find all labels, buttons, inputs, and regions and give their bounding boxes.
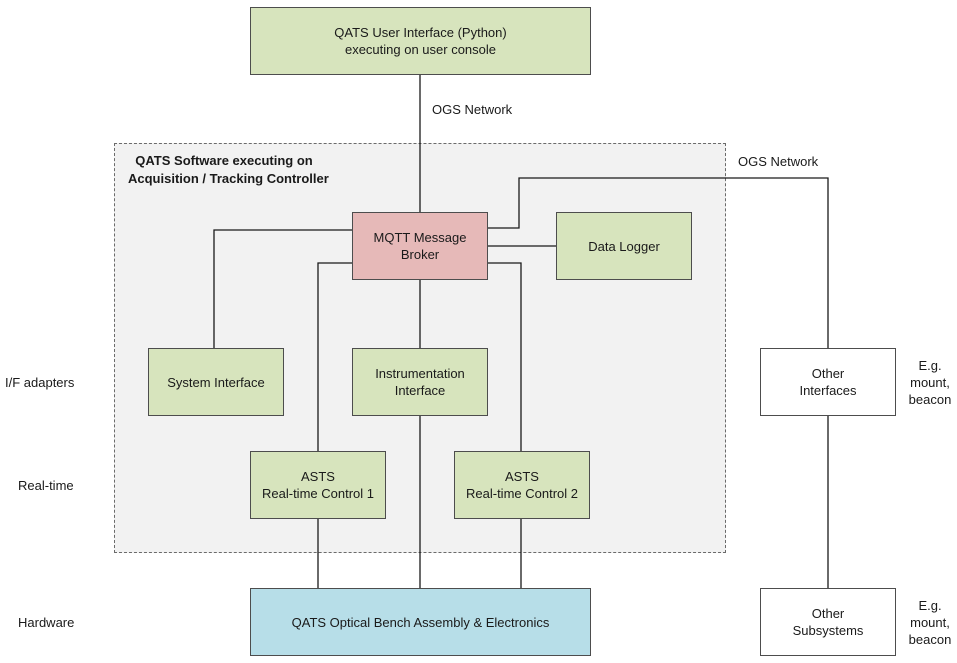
asts-control-2-box: ASTS Real-time Control 2: [454, 451, 590, 519]
eg-subsystems-line-1: E.g.: [918, 598, 942, 613]
other-subsystems-line-2: Subsystems: [792, 623, 864, 638]
eg-interfaces-line-3: beacon: [908, 392, 952, 407]
group-title-line-2-wrap: Acquisition / Tracking Controller: [128, 170, 329, 187]
system-interface-label: System Interface: [167, 374, 265, 390]
other-subsystems-box: Other Subsystems: [760, 588, 896, 656]
mqtt-broker-line-2: Broker: [400, 247, 440, 262]
data-logger-label: Data Logger: [588, 238, 660, 254]
asts-control-1-line-1: ASTS: [301, 469, 335, 484]
eg-interfaces-note: E.g. mount, beacon: [905, 357, 955, 408]
group-title: QATS Software executing on: [130, 152, 318, 169]
user-interface-box: QATS User Interface (Python) executing o…: [250, 7, 591, 75]
eg-interfaces-line-1: E.g.: [918, 358, 942, 373]
user-interface-line-1: QATS User Interface (Python): [334, 25, 507, 40]
row-label-if-adapters: I/F adapters: [5, 375, 75, 390]
instrumentation-interface-line-2: Interface: [394, 383, 446, 398]
data-logger-box: Data Logger: [556, 212, 692, 280]
group-title-line-1: QATS Software executing on: [135, 153, 313, 168]
ogs-network-label-right: OGS Network: [738, 154, 819, 169]
ogs-network-label-top: OGS Network: [432, 102, 513, 117]
asts-control-1-line-2: Real-time Control 1: [262, 486, 374, 501]
asts-control-1-box: ASTS Real-time Control 1: [250, 451, 386, 519]
instrumentation-interface-box: Instrumentation Interface: [352, 348, 488, 416]
other-interfaces-line-1: Other: [811, 366, 845, 381]
link-broker-to-system-interface: [213, 229, 352, 348]
asts-control-2-line-1: ASTS: [505, 469, 539, 484]
other-interfaces-line-2: Interfaces: [799, 383, 857, 398]
mqtt-broker-box: MQTT Message Broker: [352, 212, 488, 280]
link-broker-to-asts-1: [317, 262, 352, 451]
eg-subsystems-line-2: mount,: [910, 615, 950, 630]
other-interfaces-box: Other Interfaces: [760, 348, 896, 416]
other-subsystems-line-1: Other: [811, 606, 845, 621]
user-interface-line-2: executing on user console: [344, 42, 497, 57]
optical-bench-box: QATS Optical Bench Assembly & Electronic…: [250, 588, 591, 656]
link-broker-to-asts-2: [488, 262, 522, 451]
mqtt-broker-line-1: MQTT Message: [373, 230, 467, 245]
link-broker-to-other-interfaces: [488, 177, 829, 348]
instrumentation-interface-line-1: Instrumentation: [375, 366, 465, 381]
asts-control-2-line-2: Real-time Control 2: [466, 486, 578, 501]
row-label-hardware: Hardware: [18, 615, 75, 630]
system-interface-box: System Interface: [148, 348, 284, 416]
eg-interfaces-line-2: mount,: [910, 375, 950, 390]
eg-subsystems-line-3: beacon: [908, 632, 952, 647]
optical-bench-label: QATS Optical Bench Assembly & Electronic…: [291, 614, 550, 630]
eg-subsystems-note: E.g. mount, beacon: [905, 597, 955, 648]
row-label-real-time: Real-time: [18, 478, 74, 493]
group-title-line-2: Acquisition / Tracking Controller: [128, 171, 329, 186]
